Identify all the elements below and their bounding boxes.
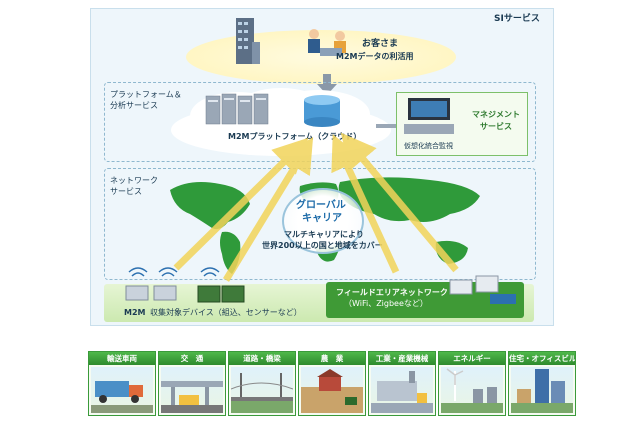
management-label-2: サービス [480, 122, 512, 131]
category-industrial-machinery: 工業・産業機械 [368, 351, 436, 416]
global-title-1: グローバル [296, 200, 346, 211]
global-desc-2: 世界200以上の国と地域をカバー [262, 241, 383, 250]
globe-circle [282, 188, 364, 254]
category-label: 住宅・オフィスビル [509, 352, 575, 365]
category-traffic: 交 通 [158, 351, 226, 416]
monitor-label: 仮想化統合監視 [404, 142, 453, 150]
category-agriculture: 農 業 [298, 351, 366, 416]
management-label-1: マネジメント [472, 110, 520, 119]
energy-scene-icon [441, 367, 503, 413]
m2m-label: M2M [124, 308, 146, 317]
category-housing-office: 住宅・オフィスビル [508, 351, 576, 416]
office-building-icon [236, 18, 260, 64]
field-network-label-1: フィールドエリアネットワーク [336, 288, 448, 297]
cloud-label: M2Mプラットフォーム（クラウド） [228, 132, 362, 141]
network-section-label-2: サービス [110, 187, 142, 196]
network-region [104, 168, 536, 280]
category-label: 農 業 [299, 352, 365, 365]
building-scene-icon [511, 367, 573, 413]
sensor-board-icon [197, 285, 245, 303]
customer-people-icon [308, 29, 346, 56]
global-title-2: キャリア [302, 213, 342, 224]
truck-scene-icon [91, 367, 153, 413]
category-label: 交 通 [159, 352, 225, 365]
collect-devices-label: 収集対象デバイス（組込、センサーなど） [150, 308, 302, 317]
database-icon [304, 95, 340, 127]
customer-title: お客さま [362, 39, 399, 49]
down-arrow-icon [317, 74, 337, 95]
highway-scene-icon [161, 367, 223, 413]
category-label: 工業・産業機械 [369, 352, 435, 365]
category-roads-bridges: 道路・橋梁 [228, 351, 296, 416]
si-services-label: SIサービス [494, 14, 540, 24]
server-rack-icon [205, 93, 269, 125]
category-transport-vehicles: 輸送車両 [88, 351, 156, 416]
farm-scene-icon [301, 367, 363, 413]
category-energy: エネルギー [438, 351, 506, 416]
platform-section-label-1: プラットフォーム＆ [110, 90, 182, 99]
factory-scene-icon [371, 367, 433, 413]
global-desc-1: マルチキャリアにより [284, 230, 364, 239]
m2m-device-icon [125, 285, 177, 301]
network-section-label-1: ネットワーク [110, 176, 158, 185]
field-network-label-2: （WiFi、Zigbeeなど） [344, 299, 428, 308]
customer-oval [186, 30, 456, 84]
wifi-signal-icons [128, 267, 220, 277]
category-label: 道路・橋梁 [229, 352, 295, 365]
platform-region [104, 82, 536, 162]
category-label: 輸送車両 [89, 352, 155, 365]
monitor-screen-icon [404, 98, 454, 134]
gateway-icon [449, 275, 516, 304]
category-label: エネルギー [439, 352, 505, 365]
management-connector [376, 124, 396, 128]
bridge-scene-icon [230, 367, 294, 413]
platform-section-label-2: 分析サービス [110, 101, 158, 110]
customer-subtitle: M2Mデータの利活用 [336, 52, 414, 61]
